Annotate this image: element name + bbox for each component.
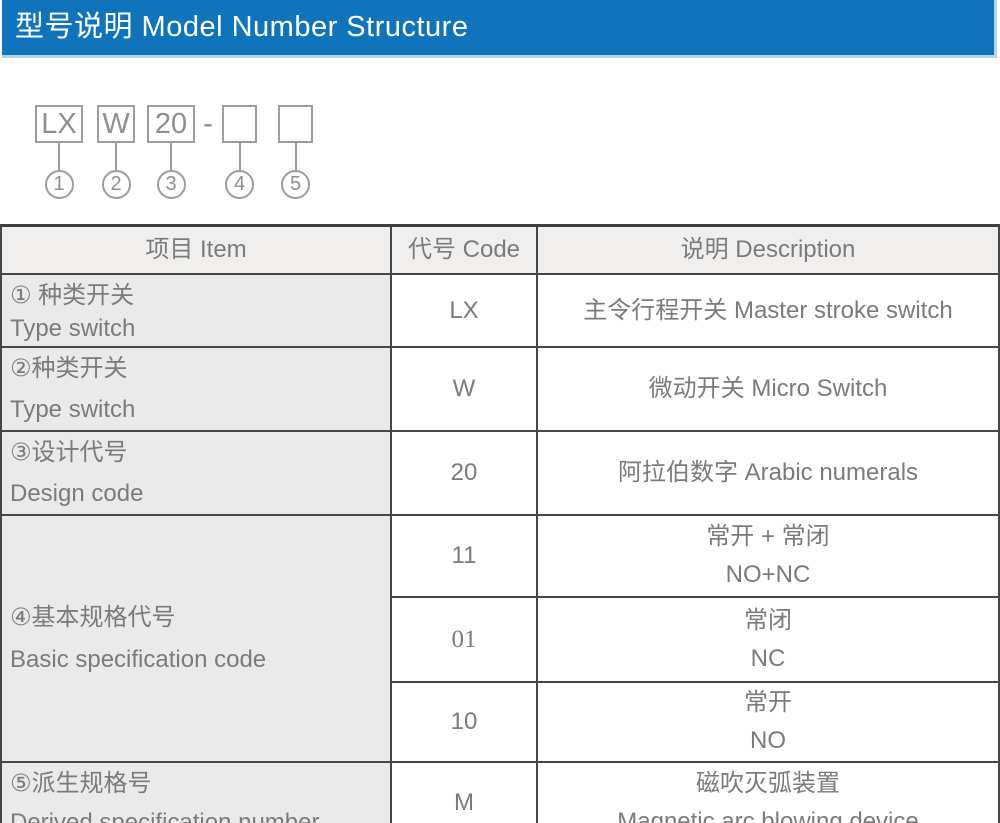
description-cell: 磁吹灭弧装置 Magnetic arc blowing device	[538, 763, 998, 823]
circle-number-4: 4	[225, 170, 254, 199]
table-row: ① 种类开关 Type switch LX 主令行程开关 Master stro…	[2, 275, 998, 348]
model-structure-table: 项目 Item 代号 Code 说明 Description ① 种类开关 Ty…	[0, 224, 1000, 823]
model-box-2: W	[97, 105, 135, 143]
table-row: ⑤派生规格号 Derived specification number M 磁吹…	[2, 763, 998, 823]
description-cell: 主令行程开关 Master stroke switch	[538, 275, 998, 346]
circle-number-3: 3	[156, 170, 186, 199]
description-text-cn: 常闭	[744, 606, 792, 634]
description-text-en: NO	[750, 727, 786, 754]
connector-line	[170, 143, 172, 170]
item-label-cn: ① 种类开关	[10, 282, 135, 309]
diagram-segment-1: LX 1	[35, 105, 83, 199]
circle-number-1: 1	[44, 170, 74, 199]
description-text-en: Magnetic arc blowing device	[617, 808, 919, 823]
table-sub-row: 11 常开 + 常闭 NO+NC	[392, 516, 998, 598]
description-text-cn: 常开 + 常闭	[706, 523, 830, 550]
connector-line	[238, 143, 241, 170]
item-cell: ⑤派生规格号 Derived specification number	[2, 763, 392, 823]
description-text-en: NO+NC	[725, 561, 811, 588]
table-header-row: 项目 Item 代号 Code 说明 Description	[2, 227, 998, 275]
description-cell: 微动开关 Micro Switch	[538, 348, 998, 430]
code-cell: LX	[392, 275, 538, 346]
code-cell: 11	[392, 516, 538, 596]
description-text: 主令行程开关 Master stroke switch	[583, 296, 953, 324]
item-cell: ②种类开关 Type switch	[2, 348, 392, 430]
diagram-segment-3: 20 3	[147, 105, 195, 199]
description-cell: 常闭 NC	[538, 598, 998, 681]
item-cell: ③设计代号 Design code	[2, 432, 392, 514]
circle-number-5: 5	[281, 170, 310, 199]
item-label-en: Derived specification number	[10, 809, 320, 823]
description-cell: 常开 NO	[538, 683, 998, 761]
table-row: ③设计代号 Design code 20 阿拉伯数字 Arabic numera…	[2, 432, 998, 516]
description-text: 阿拉伯数字 Arabic numerals	[617, 459, 919, 486]
item-label-en: Type switch	[10, 315, 136, 342]
description-cell: 阿拉伯数字 Arabic numerals	[538, 432, 998, 514]
model-number-diagram: LX 1 W 2 20 3 - 4 5	[0, 0, 1000, 230]
code-cell: 10	[392, 683, 538, 761]
table-sub-row: 10 常开 NO	[392, 683, 998, 761]
item-label-en: Type switch	[10, 396, 136, 423]
description-cell: 常开 + 常闭 NO+NC	[538, 516, 998, 596]
item-label-cn: ⑤派生规格号	[10, 770, 152, 797]
item-cell: ① 种类开关 Type switch	[2, 275, 392, 346]
connector-line	[115, 143, 117, 170]
description-text-cn: 常开	[744, 689, 792, 716]
model-box-1: LX	[35, 105, 83, 143]
item-label-en: Design code	[10, 480, 144, 507]
col-header-item: 项目 Item	[2, 227, 392, 273]
model-box-4-empty	[222, 105, 257, 143]
table-row-group: ④基本规格代号 Basic specification code 11 常开 +…	[2, 516, 998, 763]
connector-line	[58, 143, 60, 170]
section-title-bar: 型号说明 Model Number Structure	[2, 0, 997, 58]
model-box-5-empty	[278, 105, 313, 143]
col-header-code: 代号 Code	[392, 227, 538, 273]
item-cell: ④基本规格代号 Basic specification code	[2, 516, 392, 761]
code-cell: M	[392, 763, 538, 823]
item-label-en: Basic specification code	[10, 645, 267, 673]
description-text-cn: 磁吹灭弧装置	[696, 770, 840, 797]
table-sub-row: 01 常闭 NC	[392, 598, 998, 683]
code-cell: 20	[392, 432, 538, 514]
item-label-cn: ④基本规格代号	[10, 603, 176, 631]
model-box-3: 20	[147, 105, 195, 143]
page-title: 型号说明 Model Number Structure	[15, 11, 469, 43]
diagram-segment-5: 5	[278, 105, 313, 199]
col-header-description: 说明 Description	[538, 227, 998, 273]
code-cell: 01	[392, 598, 538, 681]
description-text-en: NC	[750, 644, 786, 672]
code-cell: W	[392, 348, 538, 430]
item-label-cn: ③设计代号	[10, 439, 128, 466]
hyphen-separator: -	[203, 107, 213, 140]
table-row: ②种类开关 Type switch W 微动开关 Micro Switch	[2, 348, 998, 432]
circle-number-2: 2	[101, 170, 131, 199]
connector-line	[294, 143, 297, 170]
sub-rows: 11 常开 + 常闭 NO+NC 01 常闭 NC 10	[392, 516, 998, 761]
description-text: 微动开关 Micro Switch	[648, 375, 888, 402]
item-label-cn: ②种类开关	[10, 355, 128, 382]
diagram-segment-2: W 2	[97, 105, 135, 199]
diagram-segment-4: 4	[222, 105, 257, 199]
